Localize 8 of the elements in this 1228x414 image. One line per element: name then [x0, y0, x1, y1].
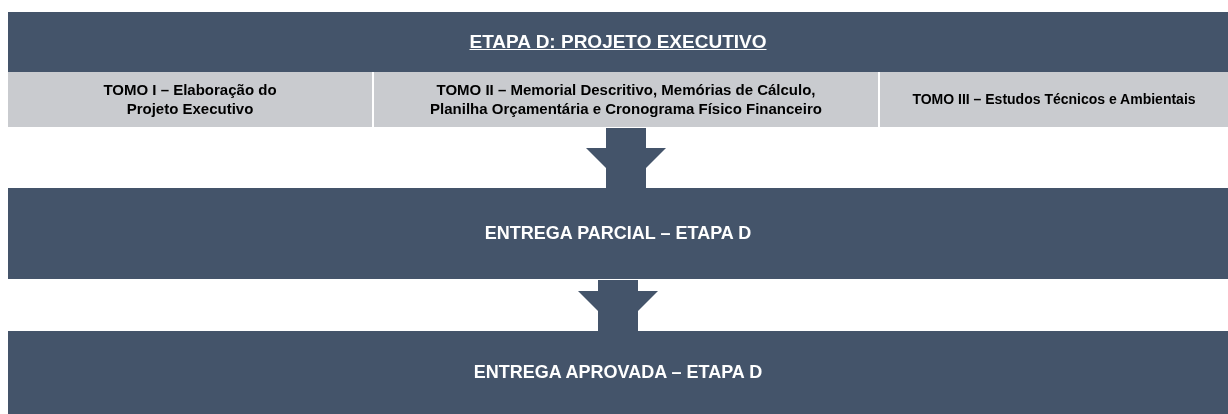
header-band: ETAPA D: PROJETO EXECUTIVO: [8, 12, 1228, 72]
stage-band: ENTREGA APROVADA – ETAPA D: [8, 331, 1228, 414]
block-arrow: [578, 280, 658, 331]
block-arrow: [586, 128, 666, 188]
volume-box: TOMO III – Estudos Técnicos e Ambientais: [880, 72, 1228, 127]
stage-band: ENTREGA PARCIAL – ETAPA D: [8, 188, 1228, 279]
volume-box: TOMO II – Memorial Descritivo, Memórias de Cálculo, Planilha Orçamentária e Cronograma Físico Financeiro: [374, 72, 878, 127]
volume-box: TOMO I – Elaboração do Projeto Executivo: [8, 72, 372, 127]
